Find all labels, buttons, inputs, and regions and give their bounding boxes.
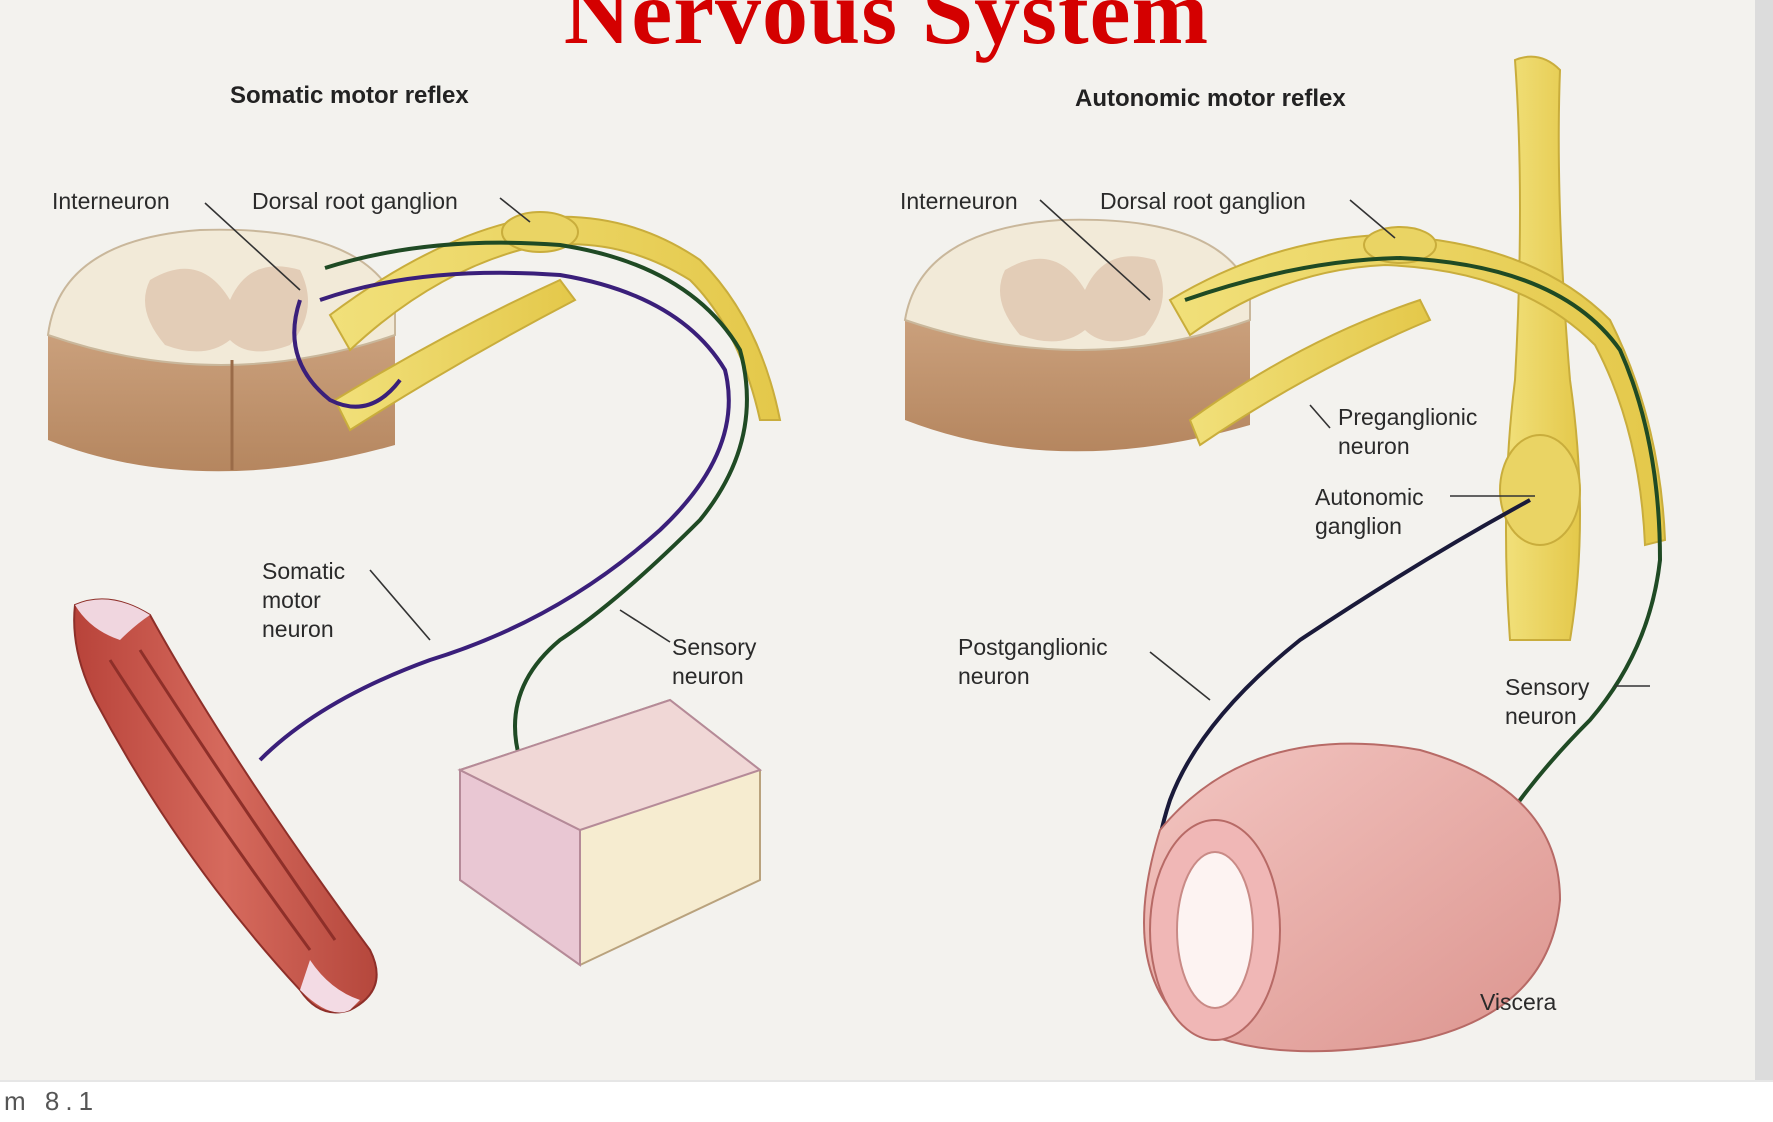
label-sensory-neuron-autonomic-line2: neuron [1505, 703, 1577, 729]
somatic-spinal-cord [48, 230, 395, 472]
label-somatic-motor-neuron: Somatic motor neuron [262, 557, 382, 643]
label-somatic-motor-neuron-line1: Somatic [262, 558, 345, 584]
skeletal-muscle [74, 599, 377, 1012]
label-autonomic-ganglion-line2: ganglion [1315, 513, 1402, 539]
label-dorsal-root-ganglion-autonomic: Dorsal root ganglion [1100, 187, 1306, 216]
label-sensory-neuron-somatic: Sensory neuron [672, 633, 782, 691]
label-postganglionic-neuron: Postganglionic neuron [958, 633, 1148, 691]
label-interneuron-somatic: Interneuron [52, 187, 170, 216]
somatic-panel-title: Somatic motor reflex [230, 82, 469, 110]
label-preganglionic-neuron: Preganglionic neuron [1338, 403, 1518, 461]
label-autonomic-ganglion: Autonomic ganglion [1315, 483, 1455, 541]
figure-caption-fragment: m 8.1 [4, 1086, 99, 1117]
sympathetic-trunk [1500, 57, 1580, 640]
label-preganglionic-neuron-line1: Preganglionic [1338, 404, 1477, 430]
label-dorsal-root-ganglion-somatic: Dorsal root ganglion [252, 187, 458, 216]
label-sensory-neuron-somatic-line1: Sensory [672, 634, 756, 660]
label-sensory-neuron-somatic-line2: neuron [672, 663, 744, 689]
label-viscera: Viscera [1480, 988, 1556, 1017]
label-somatic-motor-neuron-line3: neuron [262, 616, 334, 642]
label-autonomic-ganglion-line1: Autonomic [1315, 484, 1424, 510]
label-interneuron-autonomic: Interneuron [900, 187, 1018, 216]
autonomic-panel-title: Autonomic motor reflex [1075, 85, 1346, 113]
label-preganglionic-neuron-line2: neuron [1338, 433, 1410, 459]
label-sensory-neuron-autonomic-line1: Sensory [1505, 674, 1589, 700]
page-edge-strip [1755, 0, 1773, 1120]
page-title: Nervous System [0, 0, 1773, 58]
label-postganglionic-neuron-line2: neuron [958, 663, 1030, 689]
caption-bar [0, 1080, 1773, 1122]
skin-block [460, 700, 760, 965]
label-somatic-motor-neuron-line2: motor [262, 587, 321, 613]
label-postganglionic-neuron-line1: Postganglionic [958, 634, 1108, 660]
label-sensory-neuron-autonomic: Sensory neuron [1505, 673, 1615, 731]
